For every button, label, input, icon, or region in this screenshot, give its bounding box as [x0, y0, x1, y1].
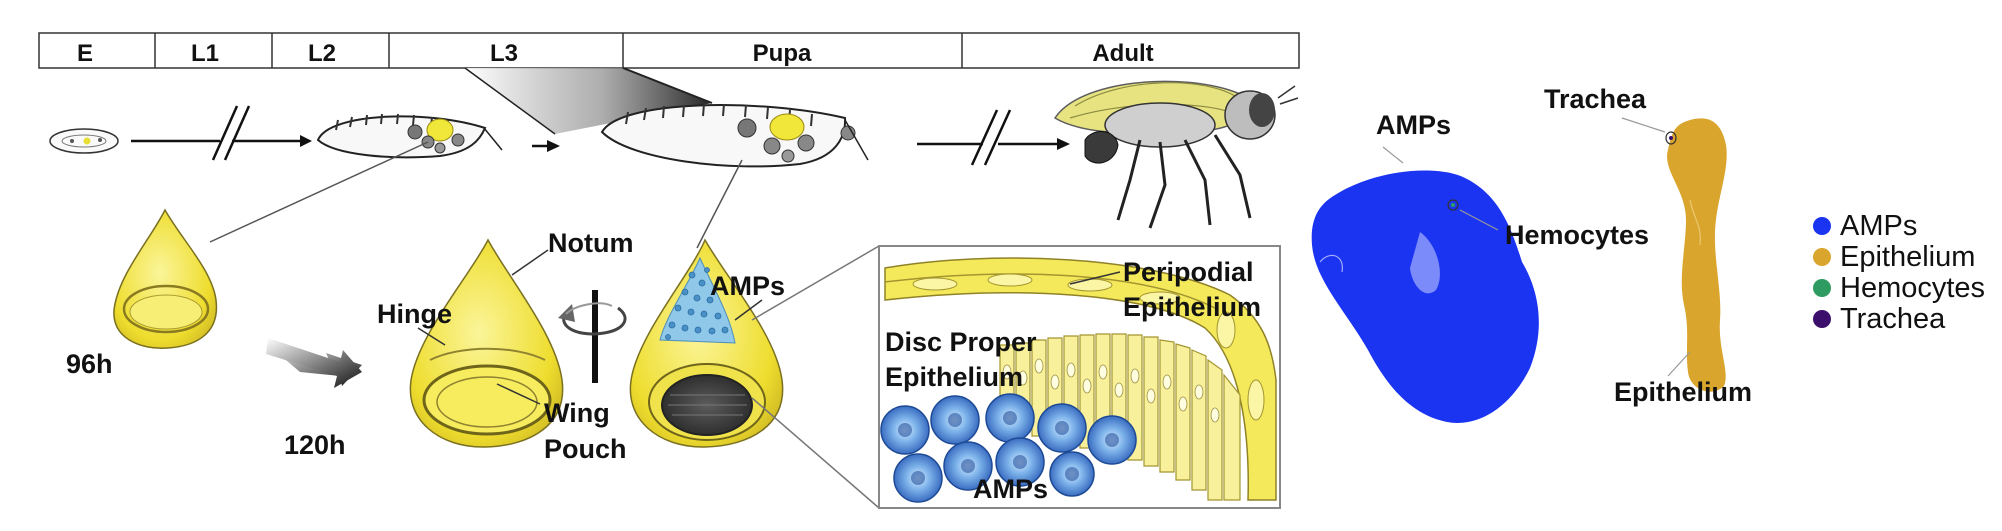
zoom-projection: [465, 68, 712, 134]
rotation-icon: [558, 290, 627, 383]
inset-label-disc-proper-epithelium: Epithelium: [885, 362, 1023, 392]
umap-label-trachea: Trachea: [1544, 84, 1647, 114]
stage-label-l2: L2: [308, 40, 336, 67]
cluster-hemocytes: [1451, 203, 1455, 207]
stage-label-adult: Adult: [1092, 40, 1153, 67]
legend-label-epithelium: Epithelium: [1840, 241, 1975, 273]
inset-label-peripodial-epithelium: Epithelium: [1123, 292, 1261, 322]
wing-disc-120h: [409, 238, 564, 448]
legend-swatch-amps: [1813, 217, 1831, 235]
embryo-icon: [49, 128, 119, 154]
umap-label-hemocytes: Hemocytes: [1505, 220, 1649, 250]
stage-timeline: E L1 L2 L3 Pupa Adult: [38, 32, 1300, 69]
arrow-larva-to-late-larva: [532, 140, 560, 152]
wing-disc-rotated: [629, 238, 784, 448]
inset-amp-niche: [878, 245, 1281, 509]
adult-fly-icon: [1053, 80, 1299, 229]
disc-label-pouch: Pouch: [544, 434, 627, 464]
cluster-epithelium: [1667, 118, 1727, 392]
trachea-marker-ring: [1665, 131, 1677, 145]
legend-label-trachea: Trachea: [1840, 303, 1946, 335]
legend-swatch-epithelium: [1813, 248, 1831, 266]
stage-label-pupa: Pupa: [753, 40, 812, 67]
stage-label-e: E: [77, 40, 93, 67]
umap-label-amps: AMPs: [1376, 110, 1451, 140]
legend-label-amps: AMPs: [1840, 210, 1917, 242]
larva-late-l3-icon: [600, 103, 869, 168]
disc-label-hinge: Hinge: [377, 299, 452, 329]
inset-label-amps: AMPs: [973, 474, 1048, 504]
arrow-embryo-to-larva: [131, 105, 312, 161]
disc-label-notum: Notum: [548, 228, 633, 258]
cluster-amps: [1311, 170, 1539, 423]
progression-arrow: [266, 338, 362, 388]
disc-label-wing: Wing: [544, 398, 610, 428]
inset-label-disc-proper: Disc Proper: [885, 327, 1037, 357]
stage-label-l3: L3: [490, 40, 518, 67]
cluster-trachea: [1669, 136, 1673, 140]
legend-swatch-hemocytes: [1813, 279, 1831, 297]
umap-label-epithelium: Epithelium: [1614, 377, 1752, 407]
legend-swatch-trachea: [1813, 310, 1831, 328]
umap-plot: [1311, 117, 1727, 423]
time-label-96h: 96h: [66, 349, 113, 379]
hemocytes-marker-ring: [1447, 199, 1459, 211]
wing-disc-96h: [113, 208, 218, 349]
arrow-pupa-to-adult: [917, 109, 1070, 166]
legend-label-hemocytes: Hemocytes: [1840, 272, 1985, 304]
disc-label-amps: AMPs: [710, 271, 785, 301]
time-label-120h: 120h: [284, 430, 346, 460]
larva-l3-icon: [316, 113, 503, 159]
inset-label-peripodial: Peripodial: [1123, 257, 1254, 287]
stage-label-l1: L1: [191, 40, 219, 67]
